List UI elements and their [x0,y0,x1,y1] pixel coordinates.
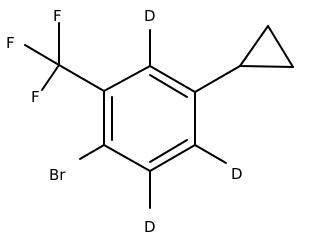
bond-c6-br [79,144,105,160]
structure-diagram: F F F D D D Br [6,7,294,236]
atom-label-f-left: F [6,34,15,52]
bond-c1-cf3 [58,64,105,92]
atom-label-d-right: D [231,165,243,183]
bond-cyclopropyl-a-b [239,25,269,67]
bond-c4-d [194,144,227,164]
bond-cyclopropyl-c-a [239,65,294,68]
bond-cyclopropyl-b-c [267,25,294,68]
atom-label-f-bottom: F [31,88,40,106]
bond-ring-c5-c6 [103,144,151,172]
bond-ring-c1-c2 [103,65,151,92]
bond-cf3-f-left [24,44,60,66]
molecule-drawing: F F F D D D Br [6,7,294,236]
bond-cf3-f-bottom [41,64,60,91]
atom-label-br: Br [49,166,66,184]
bond-c3-cyclopropyl [194,65,241,93]
atom-label-d-top: D [144,7,156,25]
bond-ring-inner-c2-c3 [149,74,188,98]
bond-ring-inner-c4-c5 [149,139,188,163]
atom-label-d-bottom: D [144,218,156,236]
bond-ring-c4-c5 [149,144,196,172]
bond-ring-c2-c3 [149,65,196,93]
atom-label-f-top: F [53,7,62,25]
